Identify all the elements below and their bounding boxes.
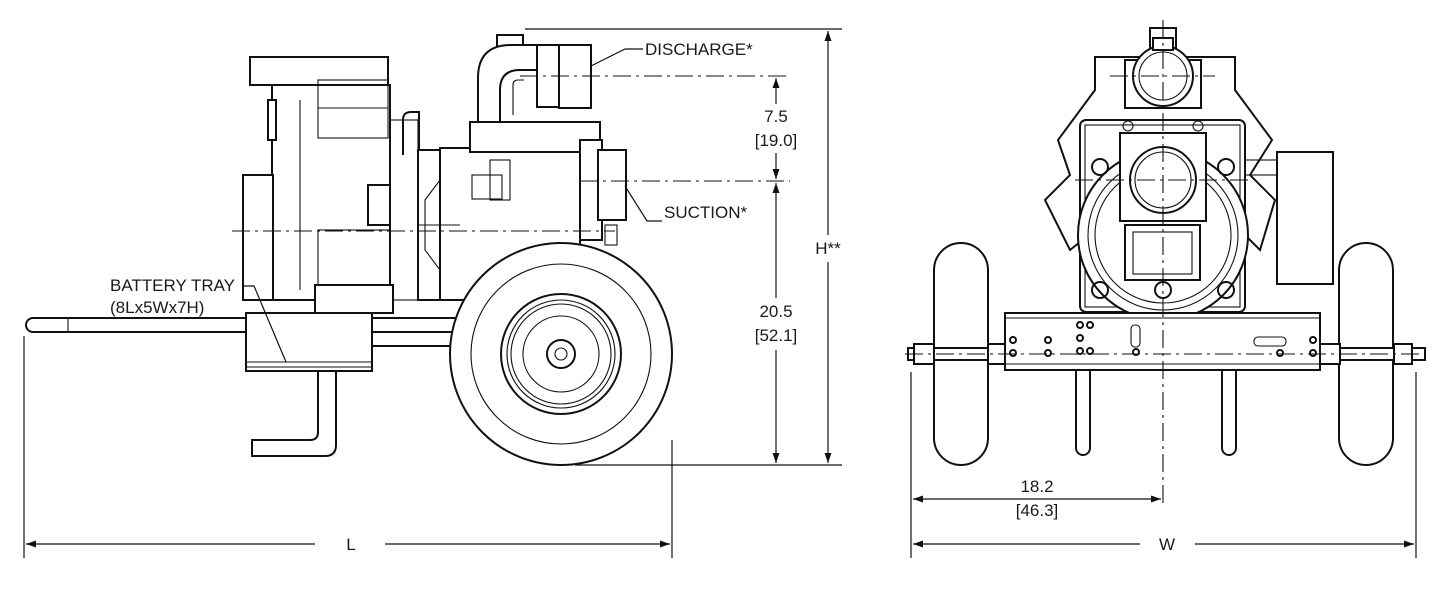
front-view: 18.2 [46.3] W [905,20,1426,558]
discharge-offset-in-label: 7.5 [764,107,788,126]
side-view: 7.5 [19.0] 20.5 [52.1] H** L DISCHARGE* … [23,28,842,558]
suction-height-cm-label: [52.1] [755,326,798,345]
discharge-offset-cm-label: [19.0] [755,131,798,150]
battery-tray-size-label: (8Lx5Wx7H) [110,298,204,317]
battery-tray-label: BATTERY TRAY [110,276,235,295]
discharge-leader [590,48,643,67]
discharge-elbow [477,34,592,123]
half-width-cm-label: [46.3] [1016,501,1059,520]
battery-tray-leader [242,285,287,363]
discharge-label: DISCHARGE* [645,40,753,59]
height-label: H** [815,239,841,258]
tow-handle [25,317,248,333]
stand-leg [251,371,337,457]
length-label: L [346,535,355,554]
engine [242,56,420,314]
suction-leader [624,185,662,222]
front-stand-legs [1075,370,1237,456]
suction-height-in-label: 20.5 [759,302,792,321]
front-base-frame [1004,312,1321,371]
suction-label: SUCTION* [664,203,748,222]
side-wheel [449,242,673,466]
half-width-in-label: 18.2 [1020,477,1053,496]
width-label: W [1159,535,1175,554]
battery-tray [245,312,373,372]
